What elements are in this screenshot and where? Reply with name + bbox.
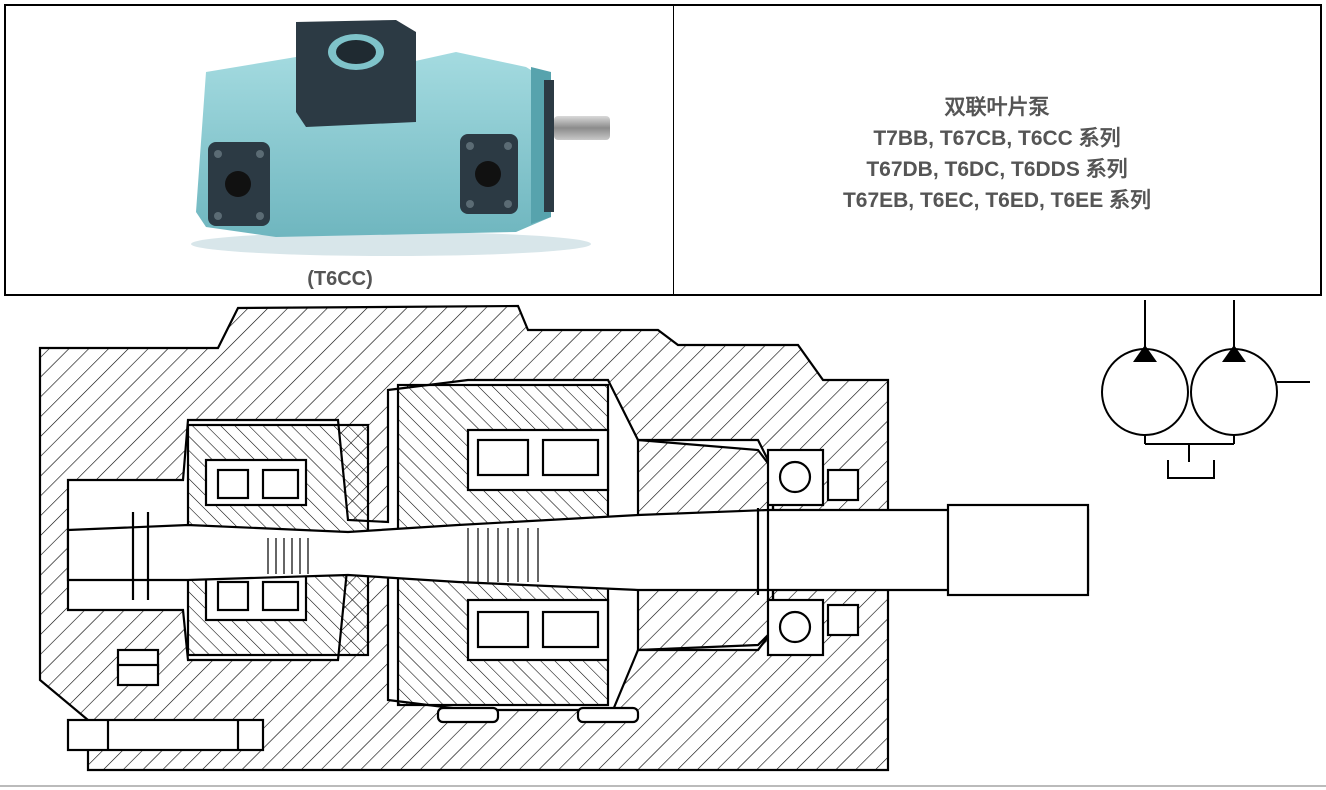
- title-cell: 双联叶片泵 T7BB, T67CB, T6CC 系列 T67DB, T6DC, …: [674, 6, 1320, 294]
- double-pump-symbol: [1101, 300, 1310, 479]
- photo-cell: (T6CC): [6, 6, 674, 294]
- bottom-divider: [0, 785, 1326, 787]
- title-line-1: 双联叶片泵: [944, 96, 1050, 119]
- pump-photo: [191, 20, 610, 256]
- title-line-3: T67DB, T6DC, T6DDS 系列: [866, 158, 1128, 181]
- title-line-2: T7BB, T67CB, T6CC 系列: [873, 127, 1121, 150]
- pump-cross-section: [38, 304, 1090, 772]
- photo-caption: (T6CC): [307, 268, 373, 290]
- header-table: (T6CC) 双联叶片泵 T7BB, T67CB, T6CC 系列 T67DB,…: [4, 4, 1322, 296]
- product-title: 双联叶片泵 T7BB, T67CB, T6CC 系列 T67DB, T6DC, …: [674, 92, 1320, 216]
- title-line-4: T67EB, T6EC, T6ED, T6EE 系列: [842, 189, 1152, 212]
